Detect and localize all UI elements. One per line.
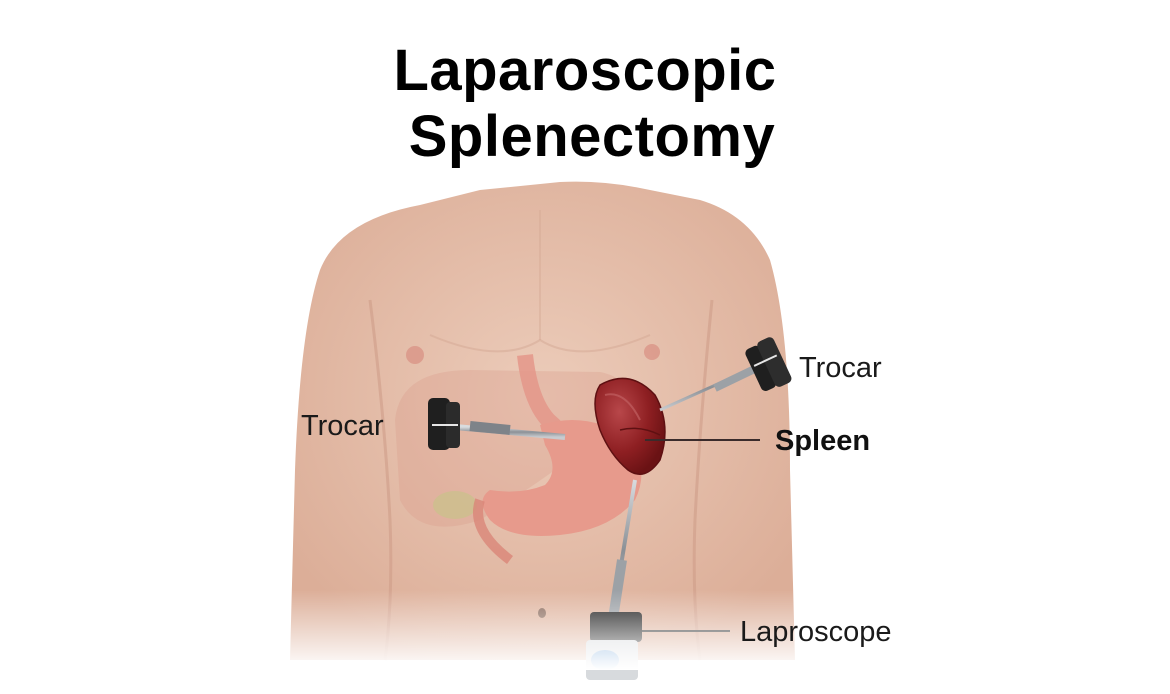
stomach <box>482 420 642 536</box>
right-trocar <box>659 337 792 412</box>
left-nipple <box>406 346 424 364</box>
laparoscope-label: Laproscope <box>740 616 892 648</box>
gallbladder <box>433 491 477 519</box>
spleen <box>594 377 666 475</box>
duodenum <box>473 498 514 564</box>
trocar-right-label: Trocar <box>799 352 882 384</box>
page-title: Laparoscopic Splenectomy <box>0 38 1170 170</box>
title-line-2: Splenectomy <box>408 104 776 169</box>
title-line-1: Laparoscopic <box>393 38 777 103</box>
right-nipple <box>644 344 660 360</box>
trocar-left-label: Trocar <box>301 410 384 442</box>
spleen-label: Spleen <box>775 425 871 457</box>
left-trocar <box>428 398 566 450</box>
